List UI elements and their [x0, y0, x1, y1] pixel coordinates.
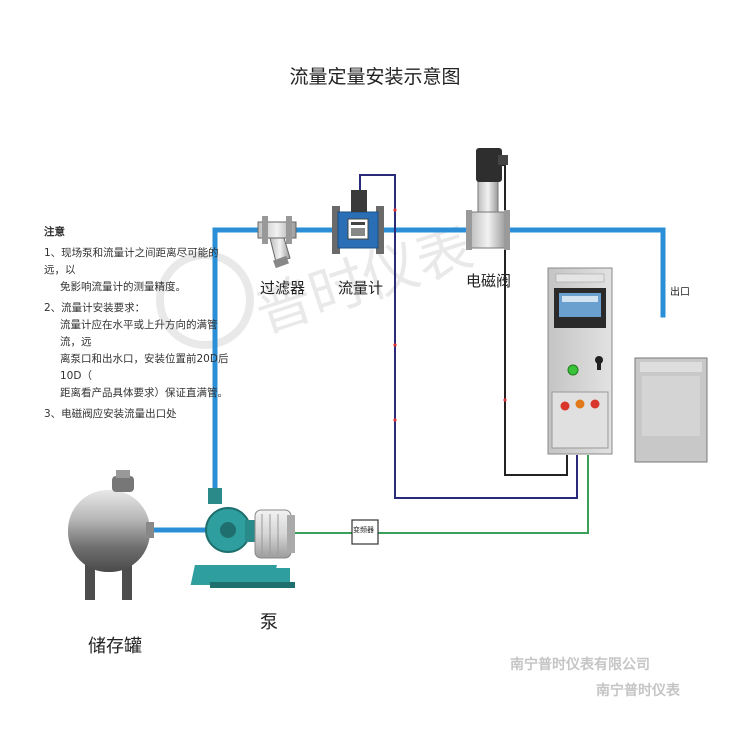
notes-panel: 注意 1、现场泵和流量计之间距离尽可能的远，以 免影响流量计的测量精度。 2、流… — [44, 224, 234, 423]
pump-label: 泵 — [260, 612, 278, 633]
note-item: 2、流量计安装要求： 流量计应在水平或上升方向的满管流，远 离泵口和出水口，安装… — [44, 300, 234, 402]
note-item: 3、电磁阀应安装流量出口处 — [44, 406, 234, 423]
converter-label: 变频器 — [353, 526, 374, 534]
note-line: 免影响流量计的测量精度。 — [60, 281, 186, 293]
note-line: 1、现场泵和流量计之间距离尽可能的远，以 — [44, 247, 219, 276]
flowmeter-label: 流量计 — [338, 279, 384, 297]
wire-flowmeter — [359, 174, 578, 499]
solenoid-valve-label: 电磁阀 — [466, 272, 512, 290]
outlet-label: 出口 — [670, 287, 690, 298]
diagram-title: 流量定量安装示意图 — [289, 66, 461, 88]
watermark-line-1: 南宁普时仪表有限公司 — [510, 657, 650, 673]
outlet-receiver — [634, 357, 708, 463]
flowmeter — [332, 190, 384, 254]
note-line: 距离看产品具体要求）保证直满管。 — [60, 387, 228, 399]
filter — [257, 216, 297, 269]
wire-motor — [290, 455, 589, 534]
note-line: 2、流量计安装要求： — [44, 302, 146, 314]
notes-heading: 注意 — [44, 226, 65, 238]
note-line: 离泵口和出水口，安装位置前20D后10D（ — [60, 353, 229, 382]
converter-box — [351, 519, 379, 545]
motor — [254, 509, 295, 559]
controller-box — [547, 267, 613, 455]
solenoid-valve — [466, 148, 510, 250]
note-line: 3、电磁阀应安装流量出口处 — [44, 408, 177, 420]
watermark-line-2: 南宁普时仪表 — [596, 683, 680, 699]
storage-tank-label: 储存罐 — [88, 636, 142, 657]
storage-tank — [68, 470, 154, 600]
note-item: 1、现场泵和流量计之间距离尽可能的远，以 免影响流量计的测量精度。 — [44, 245, 234, 296]
filter-label: 过滤器 — [260, 279, 306, 297]
note-line: 流量计应在水平或上升方向的满管流，远 — [60, 319, 218, 348]
